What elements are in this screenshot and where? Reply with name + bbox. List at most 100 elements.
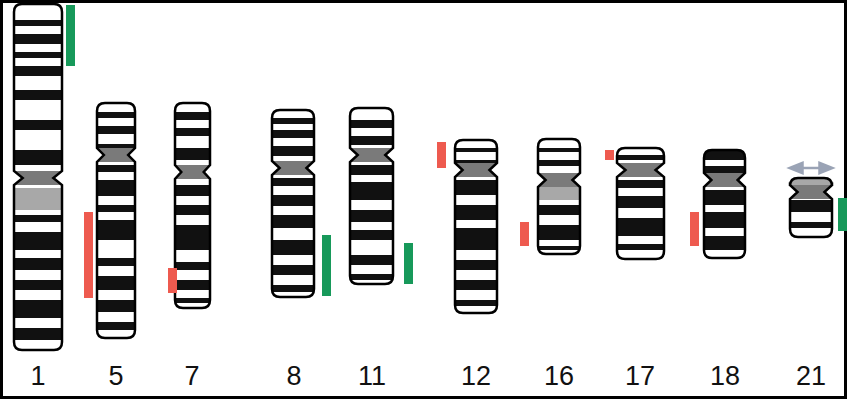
- dark-band: [12, 52, 64, 58]
- dark-band: [270, 130, 316, 138]
- dark-band: [788, 200, 834, 212]
- dark-band: [453, 180, 499, 195]
- dark-band: [453, 300, 499, 306]
- centromere: [788, 185, 834, 199]
- loss-bar: [690, 212, 699, 246]
- chromosome-outline: [790, 178, 832, 237]
- centromere: [12, 171, 64, 185]
- dark-band: [348, 120, 395, 128]
- dark-band: [12, 20, 64, 26]
- dark-band: [95, 112, 137, 118]
- dark-band: [95, 165, 137, 172]
- dark-band: [270, 178, 316, 186]
- chromosome-number: 17: [625, 361, 655, 391]
- dark-band: [702, 166, 747, 174]
- dark-band: [788, 222, 834, 228]
- double-arrow: [795, 167, 827, 170]
- chromosome-outline: [617, 148, 664, 259]
- dark-band: [615, 196, 666, 208]
- dark-band: [12, 280, 64, 290]
- dark-band: [348, 165, 395, 175]
- dark-band: [615, 244, 666, 250]
- chromosome-ideogram: [702, 150, 747, 258]
- gain-bar: [404, 243, 413, 284]
- loss-bar: [168, 268, 177, 293]
- chromosome-outline: [14, 4, 62, 350]
- centromere: [270, 161, 316, 175]
- dark-band: [702, 212, 747, 228]
- chromosome-number: 5: [108, 361, 123, 391]
- chromosome-outline: [455, 140, 497, 313]
- dark-band: [12, 66, 64, 76]
- loss-bar: [605, 150, 614, 160]
- centromere: [95, 148, 137, 162]
- chromosome-ideogram: [788, 178, 834, 237]
- gain-bar: [66, 5, 75, 66]
- dark-band: [95, 205, 137, 212]
- dark-band: [453, 260, 499, 270]
- loss-bar: [520, 222, 529, 246]
- heterochromatin-band: [12, 188, 64, 210]
- chromosome-ideogram: [615, 148, 666, 259]
- dark-band: [348, 136, 395, 145]
- dark-band: [615, 155, 666, 160]
- centromere: [702, 173, 747, 187]
- dark-band: [536, 148, 582, 152]
- dark-band: [95, 180, 137, 196]
- chromosome-ideogram: [173, 103, 212, 308]
- chromosome-ideogram: [270, 110, 316, 297]
- dark-band: [12, 300, 64, 318]
- dark-band: [12, 120, 64, 130]
- dark-band: [173, 112, 212, 120]
- centromere: [615, 163, 666, 177]
- chromosome-number: 12: [461, 361, 491, 391]
- dark-band: [270, 240, 316, 255]
- chromosome-number: 1: [30, 361, 45, 391]
- chromosome-outline: [272, 110, 314, 297]
- centromere: [348, 148, 395, 162]
- centromere: [453, 163, 499, 177]
- dark-band: [95, 300, 137, 312]
- dark-band: [453, 280, 499, 290]
- dark-band: [95, 276, 137, 290]
- dark-band: [173, 128, 212, 136]
- dark-band: [12, 90, 64, 100]
- dark-band: [348, 210, 395, 222]
- chromosome-number: 21: [796, 361, 826, 391]
- dark-band: [270, 146, 316, 156]
- gain-bar: [838, 198, 847, 231]
- chromosome-outline: [175, 103, 210, 308]
- dark-band: [348, 230, 395, 240]
- dark-band: [536, 246, 582, 250]
- dark-band: [12, 328, 64, 340]
- chromosome-outline: [350, 108, 393, 284]
- dark-band: [173, 298, 212, 303]
- chromosome-number: 8: [286, 361, 301, 391]
- dark-band: [12, 232, 64, 250]
- dark-band: [270, 195, 316, 206]
- dark-band: [270, 285, 316, 292]
- dark-band: [453, 148, 499, 152]
- gain-bar: [322, 235, 331, 296]
- heterochromatin-band: [536, 187, 582, 200]
- chromosome-ideogram: [95, 103, 137, 338]
- dark-band: [348, 274, 395, 280]
- dark-band: [95, 258, 137, 266]
- dark-band: [95, 126, 137, 134]
- chromosome-ideogram: [12, 4, 64, 350]
- chromosome-outline: [97, 103, 135, 338]
- chromosome-number: 7: [184, 361, 199, 391]
- dark-band: [536, 160, 582, 166]
- dark-band: [173, 185, 212, 196]
- loss-bar: [84, 212, 93, 298]
- centromere: [173, 165, 212, 179]
- dark-band: [12, 150, 64, 165]
- dark-band: [615, 180, 666, 188]
- chromosome-ideogram: [453, 140, 499, 313]
- dark-band: [536, 205, 582, 215]
- dark-band: [536, 225, 582, 240]
- chromosome-ideogram: [536, 139, 582, 254]
- dark-band: [615, 218, 666, 236]
- dark-band: [270, 265, 316, 275]
